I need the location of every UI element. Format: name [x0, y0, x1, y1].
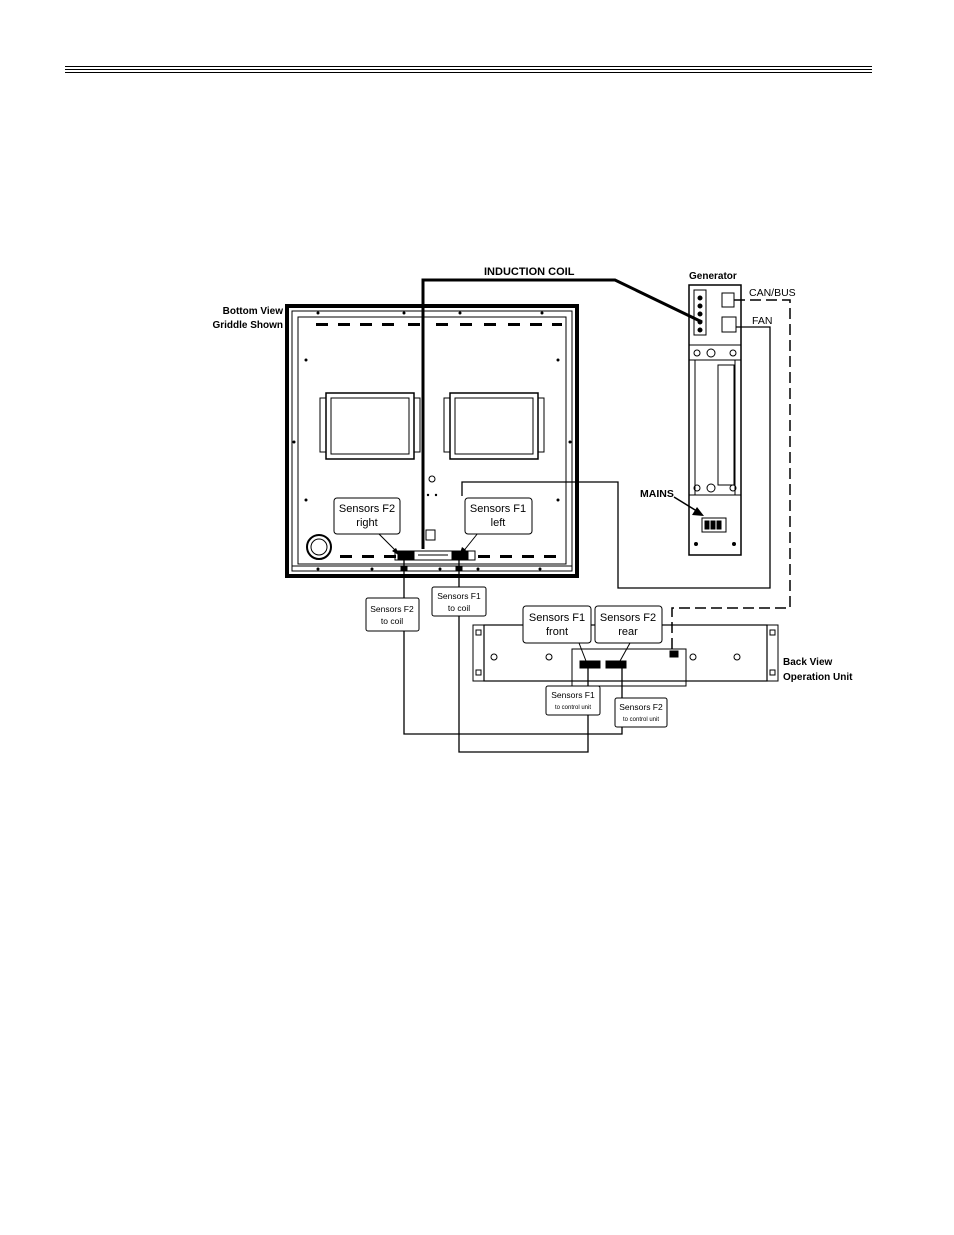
fan-label: FAN — [752, 315, 772, 327]
svg-text:right: right — [356, 517, 377, 529]
callout-f1-to-coil: Sensors F1 to coil — [432, 587, 486, 616]
svg-text:Sensors F1: Sensors F1 — [437, 591, 481, 601]
callout-f2-rear: Sensors F2 rear — [595, 606, 662, 643]
svg-text:Sensors F2: Sensors F2 — [600, 612, 656, 624]
svg-text:to coil: to coil — [381, 616, 403, 626]
callout-f2-to-control: Sensors F2 to control unit — [615, 698, 667, 727]
callout-f2-to-coil: Sensors F2 to coil — [366, 598, 419, 631]
svg-text:Sensors F2: Sensors F2 — [619, 702, 663, 712]
can-bus-label: CAN/BUS — [749, 287, 796, 299]
svg-text:Sensors F2: Sensors F2 — [339, 503, 395, 515]
back-view-label: Back View — [783, 657, 833, 668]
operation-unit-label: Operation Unit — [783, 672, 853, 683]
heater-window-right — [444, 393, 544, 459]
svg-text:to coil: to coil — [448, 603, 470, 613]
induction-coil-label: INDUCTION COIL — [484, 266, 575, 278]
bottom-view-label: Bottom View — [223, 306, 284, 317]
svg-text:to control unit: to control unit — [623, 717, 659, 723]
fan-wire — [462, 327, 770, 588]
svg-text:Sensors F1: Sensors F1 — [470, 503, 526, 515]
svg-text:Sensors F2: Sensors F2 — [370, 604, 414, 614]
callout-f1-left: Sensors F1 left — [465, 498, 532, 534]
coil-connector — [426, 530, 435, 540]
generator-label: Generator — [689, 271, 737, 282]
callout-f1-to-control: Sensors F1 to control unit — [546, 686, 600, 715]
griddle-bottom-view — [287, 306, 577, 576]
svg-text:left: left — [491, 517, 506, 529]
heater-window-left — [320, 393, 420, 459]
vent-slots-top — [316, 323, 562, 326]
svg-text:Sensors F1: Sensors F1 — [529, 612, 585, 624]
griddle-shown-label: Griddle Shown — [212, 320, 283, 331]
svg-text:rear: rear — [618, 626, 638, 638]
callout-f1-front: Sensors F1 front — [523, 606, 591, 643]
svg-text:front: front — [546, 626, 568, 638]
callout-f2-right: Sensors F2 right — [334, 498, 400, 534]
svg-text:to control unit: to control unit — [555, 705, 591, 711]
svg-text:Sensors F1: Sensors F1 — [551, 690, 595, 700]
mains-label: MAINS — [640, 488, 674, 500]
